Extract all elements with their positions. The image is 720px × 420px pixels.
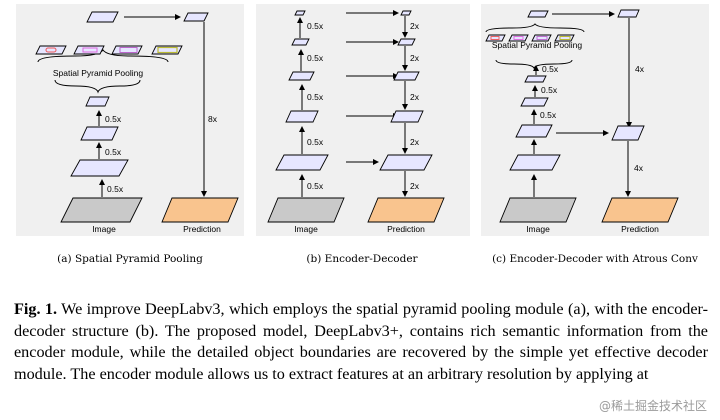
- panel-c: Image Prediction 0.5x 0.5x 0.5x Spatial …: [485, 9, 679, 234]
- upsampled-map: [183, 12, 209, 22]
- pooling-map: [508, 34, 529, 42]
- prediction-map: [601, 197, 679, 223]
- decoder-map: [379, 154, 433, 171]
- architecture-figure: Image 0.5x 0.5x 0.5x Spatial Pyramid Poo…: [16, 4, 709, 265]
- panel-b-prediction-label: Prediction: [387, 224, 425, 234]
- panel-a-scale-label: 0.5x: [105, 114, 122, 124]
- prediction-map: [161, 197, 239, 223]
- feature-map: [85, 96, 110, 107]
- pooling-map: [531, 34, 552, 42]
- panel-a-image-label: Image: [92, 224, 116, 234]
- subcaption-c: (c) Encoder-Decoder with Atrous Conv: [492, 253, 698, 265]
- pooling-region: [82, 47, 98, 53]
- decoder-map: [400, 10, 412, 16]
- pooling-region: [559, 36, 571, 40]
- panel-a-prediction-label: Prediction: [183, 224, 221, 234]
- decoder-map: [611, 125, 645, 141]
- figure-caption: Fig. 1. We improve DeepLabv3, which empl…: [14, 299, 708, 385]
- pooling-map: [485, 34, 506, 42]
- pooling-region: [513, 36, 524, 40]
- spp-upper-brace: [37, 49, 169, 63]
- decoder-map: [397, 38, 416, 46]
- feature-map: [80, 126, 119, 141]
- panel-b: Image Prediction 0.5x 0.5x 0.5x 0.5x 0.5…: [267, 10, 445, 234]
- encoder-map: [520, 97, 549, 107]
- panel-a-scale-label: 0.5x: [107, 184, 124, 194]
- panel-c-image-label: Image: [526, 224, 550, 234]
- subcaption-a: (a) Spatial Pyramid Pooling: [57, 253, 203, 265]
- panel-b-down-label: 0.5x: [307, 53, 324, 63]
- panel-a-scale-label: 0.5x: [105, 147, 122, 157]
- panel-c-scale-label: 0.5x: [540, 110, 557, 120]
- encoder-map: [509, 154, 561, 171]
- prediction-map: [367, 197, 445, 223]
- encoder-map: [275, 154, 329, 171]
- watermark: @稀土掘金技术社区: [595, 397, 710, 414]
- panel-a-spp-label: Spatial Pyramid Pooling: [53, 68, 144, 78]
- panel-c-scale-label: 0.5x: [541, 85, 558, 95]
- spp-upper-brace: [485, 23, 585, 33]
- panel-c-up-label: 4x: [634, 163, 644, 173]
- figure-caption-text: We improve DeepLabv3, which employs the …: [14, 300, 708, 383]
- spp-output-map: [86, 11, 119, 23]
- pooling-region: [490, 36, 500, 40]
- panel-c-spp-label: Spatial Pyramid Pooling: [492, 40, 583, 50]
- panel-a-background: [16, 4, 244, 236]
- panel-c-prediction-label: Prediction: [621, 224, 659, 234]
- encoder-map: [515, 124, 553, 138]
- decoder-map: [393, 71, 420, 81]
- panel-b-down-label: 0.5x: [307, 137, 324, 147]
- decoder-map: [390, 110, 424, 123]
- input-image: [60, 197, 143, 223]
- panel-b-down-label: 0.5x: [307, 181, 324, 191]
- pooling-region: [157, 46, 178, 54]
- encoder-map: [294, 10, 306, 16]
- encoder-map: [291, 38, 310, 46]
- panel-c-up-label: 4x: [635, 64, 645, 74]
- encoder-map: [285, 110, 319, 123]
- panel-c-background: [481, 4, 709, 236]
- pooling-region: [536, 36, 548, 40]
- spp-lower-brace: [495, 59, 573, 70]
- panel-b-down-label: 0.5x: [307, 21, 324, 31]
- panel-b-image-label: Image: [294, 224, 318, 234]
- input-image: [267, 197, 345, 223]
- pooling-map: [35, 45, 67, 55]
- panel-b-up-label: 2x: [410, 181, 420, 191]
- decoder-map: [617, 9, 640, 18]
- pooling-region: [45, 47, 57, 53]
- panel-b-up-label: 2x: [410, 21, 420, 31]
- panel-b-up-label: 2x: [410, 92, 420, 102]
- panel-b-down-label: 0.5x: [307, 92, 324, 102]
- panel-b-up-label: 2x: [410, 137, 420, 147]
- panel-c-scale-label: 0.5x: [542, 64, 559, 74]
- subcaption-b: (b) Encoder-Decoder: [306, 253, 418, 265]
- pooling-map: [73, 45, 105, 55]
- encoder-map: [288, 71, 315, 81]
- spp-lower-brace: [54, 79, 141, 94]
- pooling-map: [554, 34, 575, 42]
- input-image: [499, 197, 577, 223]
- spp-output-map: [527, 10, 549, 18]
- figure-label: Fig. 1.: [14, 300, 58, 319]
- panel-a: Image 0.5x 0.5x 0.5x Spatial Pyramid Poo…: [35, 11, 239, 234]
- pooling-region: [119, 47, 138, 53]
- panel-a-upsample-label: 8x: [208, 114, 218, 124]
- encoder-map: [524, 75, 547, 83]
- feature-map: [70, 159, 129, 177]
- panel-b-up-label: 2x: [410, 53, 420, 63]
